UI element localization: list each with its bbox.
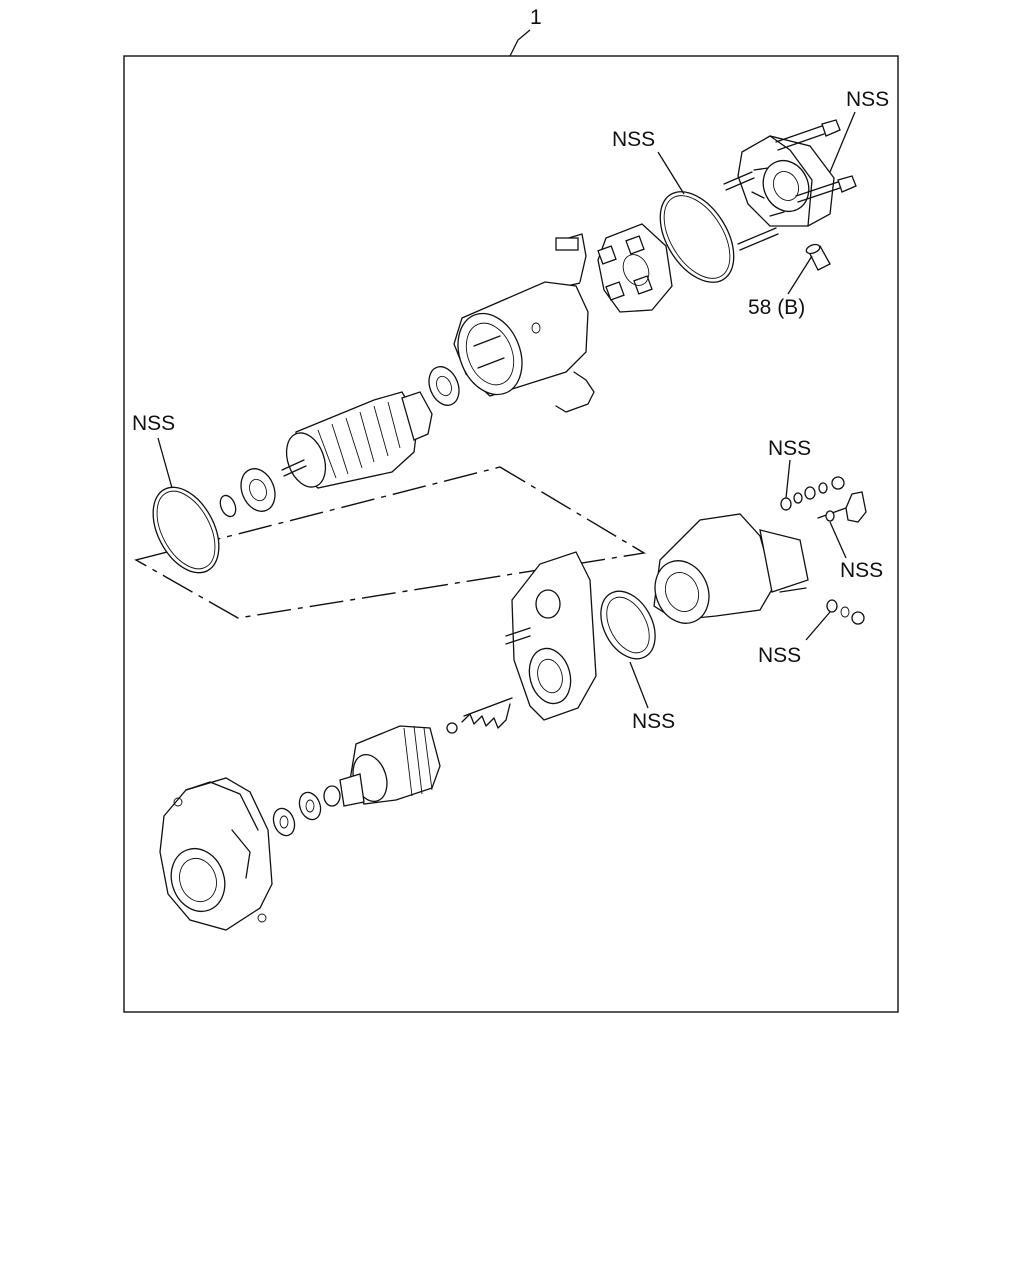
gasket-ring-center[interactable]	[590, 582, 666, 668]
terminal-lead-plate[interactable]	[817, 491, 867, 523]
callout-nss-terminal-washer[interactable]: NSS	[768, 437, 811, 460]
callout-nss-terminal-plate[interactable]: NSS	[840, 559, 883, 582]
overrunning-clutch[interactable]	[323, 725, 441, 807]
callout-nss-o-ring-left[interactable]: NSS	[132, 412, 175, 435]
callout-nss-gasket-ring[interactable]: NSS	[632, 710, 675, 733]
terminal-nut-lower[interactable]	[851, 611, 865, 625]
drive-end-housing[interactable]	[159, 777, 273, 931]
callout-nss-end-cover[interactable]: NSS	[846, 88, 889, 111]
callout-58b[interactable]: 58 (B)	[748, 296, 805, 319]
return-spring[interactable]	[461, 697, 513, 729]
yoke-field-frame[interactable]	[446, 281, 595, 413]
terminal-nut-set-upper[interactable]	[793, 476, 845, 504]
pinion-washer[interactable]	[296, 789, 324, 822]
leader-nss-terminal-lower	[805, 611, 831, 641]
leader-nss-terminal-plate	[829, 521, 847, 559]
magnetic-switch[interactable]	[646, 513, 809, 631]
callout-nss-terminal-lower[interactable]: NSS	[758, 644, 801, 667]
center-housing[interactable]	[505, 551, 597, 721]
brush-holder[interactable]	[555, 223, 673, 313]
leader-nss-terminal-washer	[785, 459, 791, 499]
through-bolt-lower[interactable]	[737, 227, 779, 251]
through-bolt-upper[interactable]	[775, 119, 841, 151]
rear-end-cover[interactable]	[737, 135, 835, 227]
callout-nss-o-ring-end-cover[interactable]: NSS	[612, 128, 655, 151]
leader-nss-gasket-ring	[629, 661, 649, 709]
assembly-frame	[123, 55, 899, 1013]
thrust-washer[interactable]	[217, 493, 238, 519]
leader-58b	[787, 255, 813, 295]
through-bolt-middle[interactable]	[723, 171, 857, 203]
terminal-washer-lower[interactable]	[826, 599, 850, 618]
terminal-washer-upper[interactable]	[780, 497, 792, 511]
spring-steel-ball[interactable]	[446, 722, 458, 734]
assembly-boundary-dashed	[134, 466, 647, 619]
armature-front-bearing[interactable]	[235, 464, 281, 517]
o-ring-left[interactable]	[140, 476, 233, 584]
o-ring-end-cover[interactable]	[645, 179, 749, 296]
leader-assembly-1	[509, 29, 531, 57]
armature[interactable]	[280, 391, 433, 492]
armature-rear-bearing[interactable]	[424, 362, 465, 410]
leader-nss-o-ring-end-cover	[657, 151, 685, 195]
callout-assembly-1[interactable]: 1	[530, 6, 542, 29]
leader-nss-o-ring-left	[157, 437, 173, 489]
leader-nss-end-cover	[829, 111, 856, 173]
pinion-stop-ring[interactable]	[270, 805, 298, 838]
small-screw-58b[interactable]	[805, 243, 831, 271]
